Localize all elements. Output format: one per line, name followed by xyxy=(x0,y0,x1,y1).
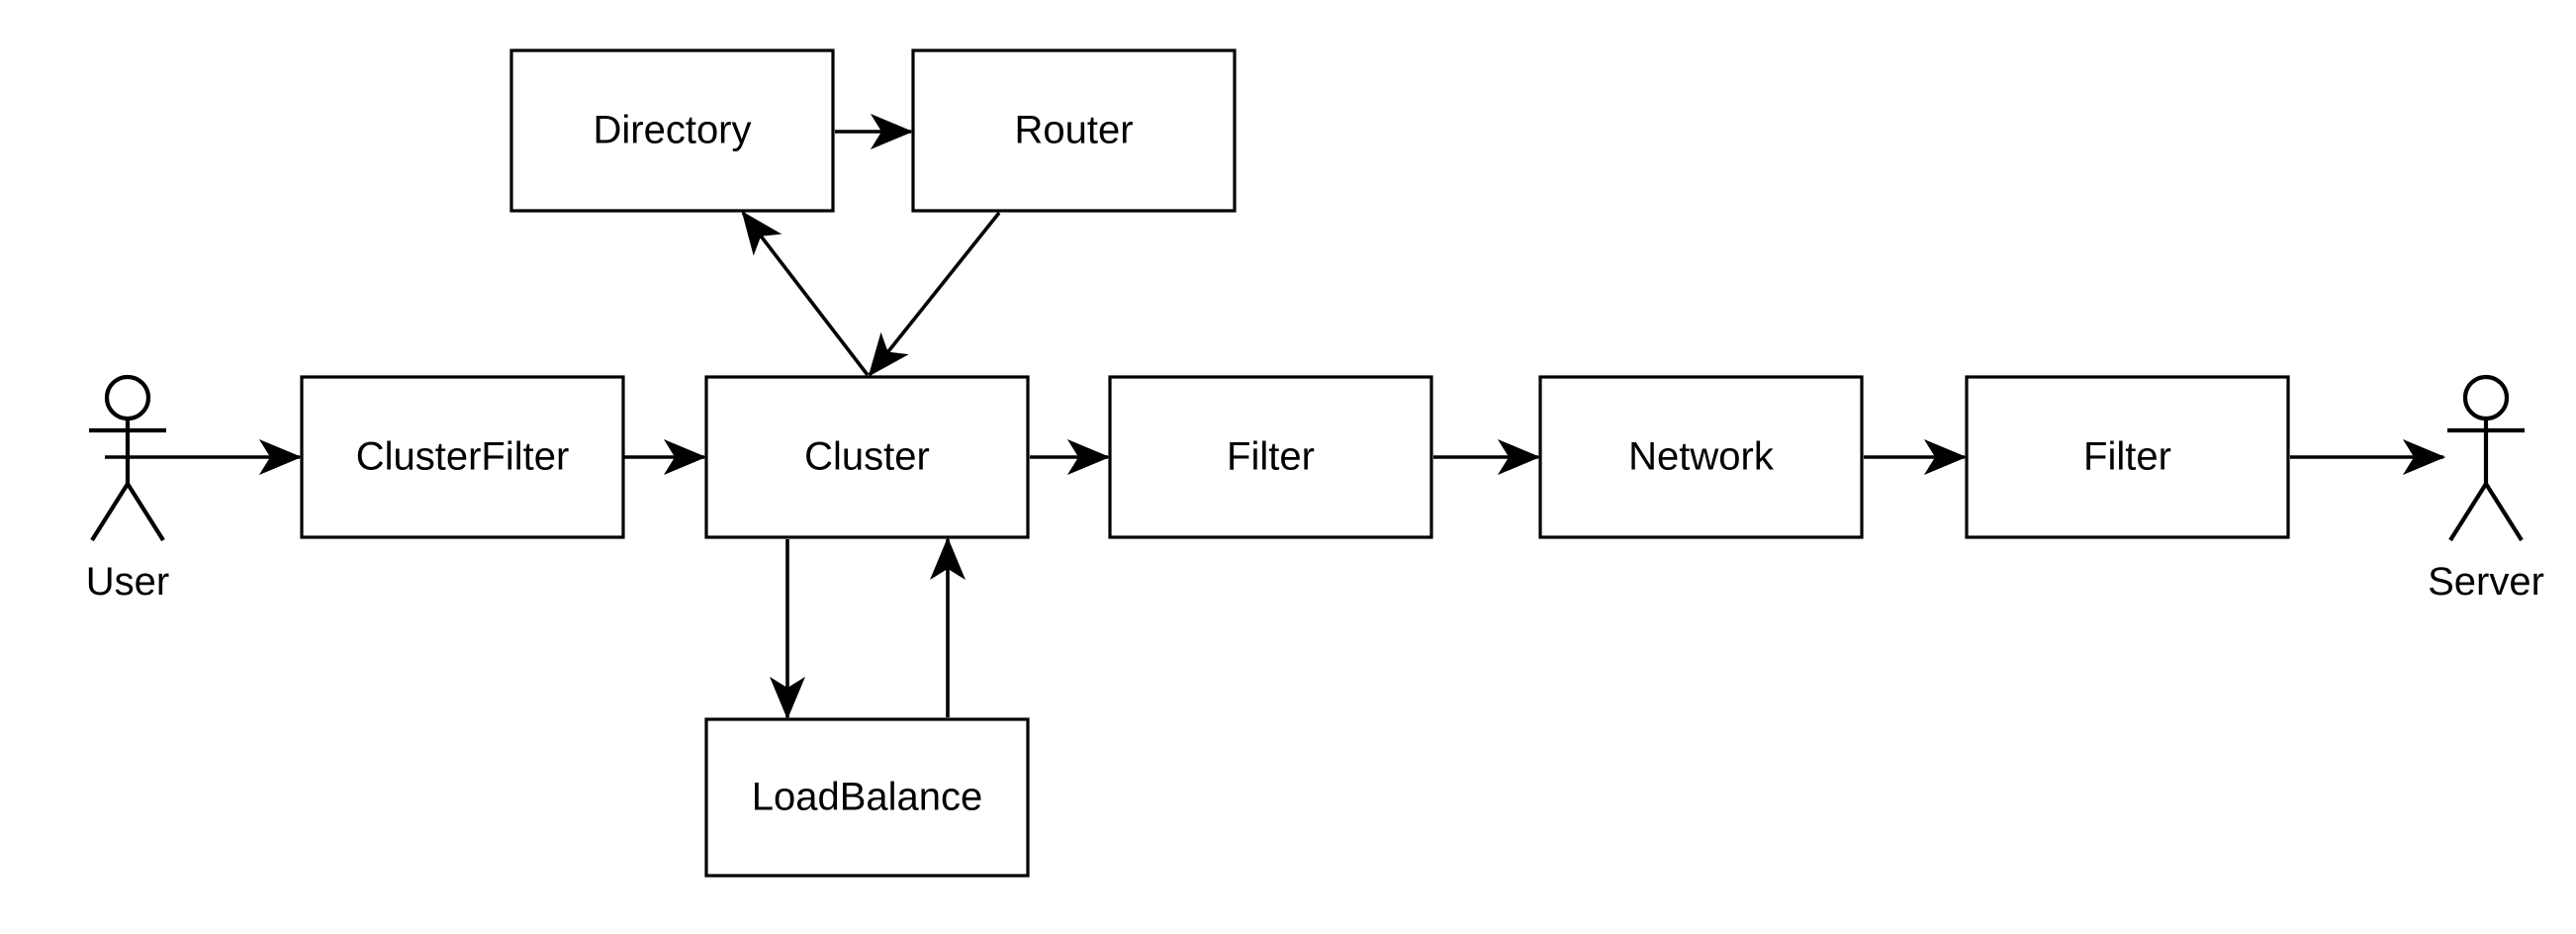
server-label: Server xyxy=(2428,560,2544,604)
node-filter-2-box xyxy=(1965,375,2290,539)
node-filter-1-box xyxy=(1108,375,1433,539)
node-loadbalance-box xyxy=(704,717,1030,878)
node-router[interactable]: Router xyxy=(911,48,1237,213)
node-directory-box xyxy=(509,48,835,213)
user-right-leg-line xyxy=(126,482,165,542)
node-cluster[interactable]: Cluster xyxy=(704,375,1030,539)
node-filter-1[interactable]: Filter xyxy=(1108,375,1433,539)
edge-cluster-to-directory xyxy=(741,211,870,377)
user-label: User xyxy=(86,560,169,604)
node-filter-2-label: Filter xyxy=(2083,435,2171,479)
server-right-leg-line xyxy=(2484,482,2524,542)
actor-user[interactable]: User xyxy=(86,374,169,604)
node-cluster-label: Cluster xyxy=(804,435,930,479)
server-head-icon xyxy=(2462,374,2510,421)
node-clusterfilter-box xyxy=(300,375,625,539)
node-directory[interactable]: Directory xyxy=(509,48,835,213)
node-cluster-box xyxy=(704,375,1030,539)
node-loadbalance-label: LoadBalance xyxy=(752,776,983,819)
node-network-label: Network xyxy=(1628,435,1775,479)
node-clusterfilter-label: ClusterFilter xyxy=(356,435,570,479)
node-router-box xyxy=(911,48,1237,213)
user-left-leg-line xyxy=(90,482,130,542)
node-network[interactable]: Network xyxy=(1538,375,1864,539)
node-directory-label: Directory xyxy=(593,109,751,152)
user-head-icon xyxy=(104,374,151,421)
node-loadbalance[interactable]: LoadBalance xyxy=(704,717,1030,878)
node-filter-1-label: Filter xyxy=(1227,435,1315,479)
actor-server[interactable]: Server xyxy=(2428,374,2544,604)
node-clusterfilter[interactable]: ClusterFilter xyxy=(300,375,625,539)
server-left-leg-line xyxy=(2448,482,2488,542)
node-filter-2[interactable]: Filter xyxy=(1965,375,2290,539)
edge-router-to-cluster xyxy=(868,211,1001,377)
node-router-label: Router xyxy=(1014,109,1133,152)
node-network-box xyxy=(1538,375,1864,539)
